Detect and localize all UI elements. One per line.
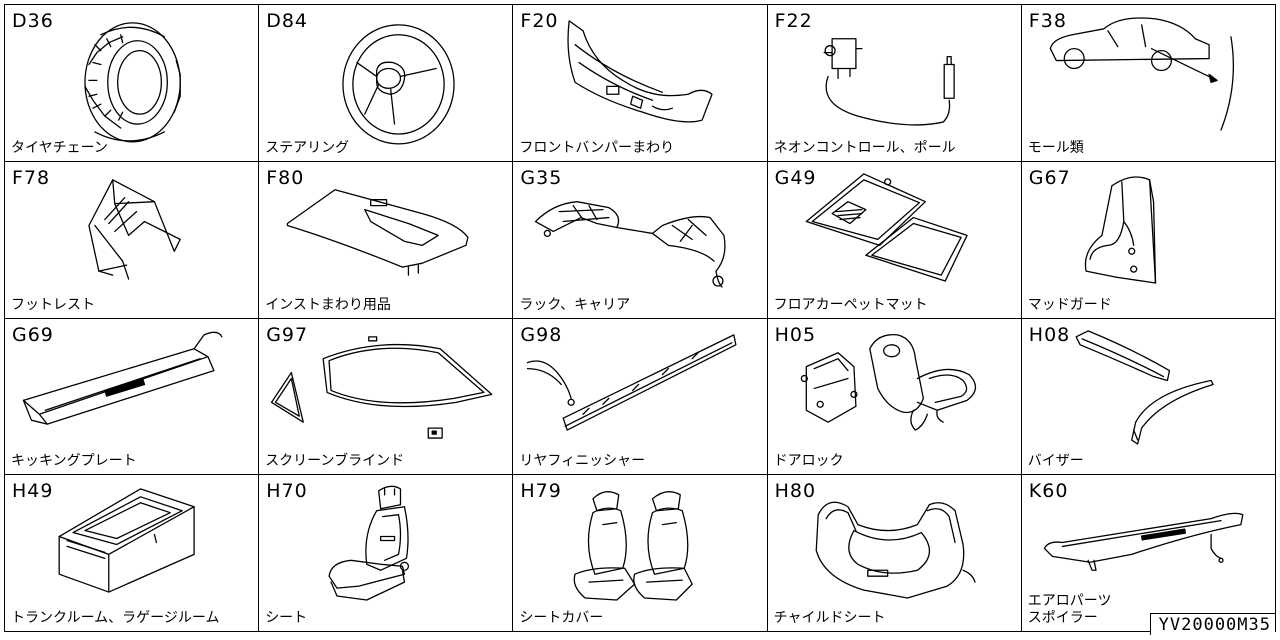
item-label: タイヤチェーン xyxy=(11,139,108,156)
item-code: H49 xyxy=(12,480,54,503)
item-label: シートカバー xyxy=(519,610,604,626)
catalog-item-f80[interactable]: F80 インストまわり用品 xyxy=(259,161,514,319)
catalog-item-f78[interactable]: F78 フットレスト xyxy=(5,161,260,319)
catalog-item-h08[interactable]: H08 バイザー xyxy=(1021,318,1276,476)
catalog-item-h05[interactable]: H05 ドアロック xyxy=(767,318,1022,476)
item-label: フロアカーペットマット xyxy=(773,296,928,313)
item-code: F78 xyxy=(12,166,51,189)
item-label: トランクルーム、ラゲージルーム xyxy=(11,610,220,626)
catalog-item-h80[interactable]: H80 チャイルドシート xyxy=(767,475,1022,632)
catalog-item-d84[interactable]: D84 ステアリング xyxy=(259,5,514,162)
catalog-item-g35[interactable]: G35 ラック、キャリア xyxy=(513,161,768,319)
catalog-item-g97[interactable]: G97 スクリーンブラインド xyxy=(259,318,514,476)
screen-blind-icon xyxy=(271,335,493,439)
catalog-item-h70[interactable]: H70 シート xyxy=(259,475,514,632)
mud-guard-icon xyxy=(1084,176,1156,284)
catalog-item-d36[interactable]: D36 タイヤチェーン xyxy=(5,5,260,162)
steering-wheel-icon xyxy=(342,24,455,145)
tire-chain-icon xyxy=(84,22,181,143)
catalog-item-f22[interactable]: F22 ネオンコントロール、ポール xyxy=(767,5,1022,162)
document-id: YV20000M35 xyxy=(1149,613,1275,635)
item-label: チャイルドシート xyxy=(773,610,886,626)
front-bumper-icon xyxy=(567,20,714,123)
item-code: H79 xyxy=(520,480,562,503)
catalog-item-h49[interactable]: H49 トランクルーム、ラゲージルーム xyxy=(5,475,260,632)
catalog-item-g98[interactable]: G98 リヤフィニッシャー xyxy=(513,318,768,476)
item-label: ステアリング xyxy=(265,139,350,156)
item-label: キッキングプレート xyxy=(11,453,137,470)
item-label: マッドガード xyxy=(1027,296,1112,313)
kicking-plate-icon xyxy=(22,331,223,425)
item-code: H05 xyxy=(774,323,817,346)
visor-icon xyxy=(1075,329,1214,445)
item-code: H70 xyxy=(266,480,308,503)
rear-finisher-icon xyxy=(527,333,737,431)
item-label: ラック、キャリア xyxy=(519,296,631,313)
item-code: F22 xyxy=(774,10,813,32)
item-label: モール類 xyxy=(1027,139,1084,156)
item-code: F80 xyxy=(266,166,305,189)
catalog-item-k60[interactable]: K60 エアロパーツ スポイラー xyxy=(1021,475,1276,632)
item-code: F38 xyxy=(1028,10,1067,32)
item-label: エアロパーツ スポイラー xyxy=(1027,593,1112,626)
door-lock-icon xyxy=(800,333,976,431)
item-code: F20 xyxy=(520,10,559,32)
catalog-item-h79[interactable]: H79 シートカバー xyxy=(513,475,768,632)
item-code: G49 xyxy=(774,166,817,189)
catalog-item-g49[interactable]: G49 フロアカーペットマット xyxy=(767,161,1022,319)
item-label: リヤフィニッシャー xyxy=(519,453,646,470)
item-code: K60 xyxy=(1028,480,1069,503)
item-code: G67 xyxy=(1028,166,1071,189)
catalog-item-g69[interactable]: G69 キッキングプレート xyxy=(5,318,260,476)
item-label: ドアロック xyxy=(773,453,844,470)
seat-icon xyxy=(328,485,410,601)
floor-mat-icon xyxy=(805,173,968,282)
item-code: H08 xyxy=(1028,323,1071,346)
child-seat-icon xyxy=(815,501,976,599)
item-code: D84 xyxy=(266,10,308,32)
item-label: インストまわり用品 xyxy=(265,296,391,313)
parts-catalog-grid: D36 タイヤチェーン D84 ステアリング F20 フロント xyxy=(4,4,1276,632)
item-label: バイザー xyxy=(1027,453,1084,470)
item-label: スクリーンブラインド xyxy=(265,453,405,470)
item-code: G98 xyxy=(520,323,563,346)
item-code: G35 xyxy=(520,166,563,189)
instrument-panel-icon xyxy=(286,188,469,276)
molding-icon xyxy=(1049,17,1234,131)
seat-cover-icon xyxy=(573,491,694,601)
item-code: G97 xyxy=(266,323,309,346)
neon-control-icon xyxy=(823,38,955,126)
item-label: ネオンコントロール、ポール xyxy=(773,139,956,156)
item-label: フロントバンパーまわり xyxy=(519,139,675,156)
item-code: H80 xyxy=(774,480,817,503)
catalog-item-f38[interactable]: F38 モール類 xyxy=(1021,5,1276,162)
trunk-organizer-icon xyxy=(58,488,195,593)
catalog-item-g67[interactable]: G67 マッドガード xyxy=(1021,161,1276,319)
item-label: フットレスト xyxy=(11,296,95,313)
roof-rack-icon xyxy=(535,200,726,288)
spoiler-icon xyxy=(1043,512,1244,572)
item-code: G69 xyxy=(12,323,54,346)
footrest-icon xyxy=(88,178,181,280)
item-code: D36 xyxy=(12,10,54,32)
catalog-item-f20[interactable]: F20 フロントバンパーまわり xyxy=(513,5,768,162)
item-label: シート xyxy=(265,610,308,626)
